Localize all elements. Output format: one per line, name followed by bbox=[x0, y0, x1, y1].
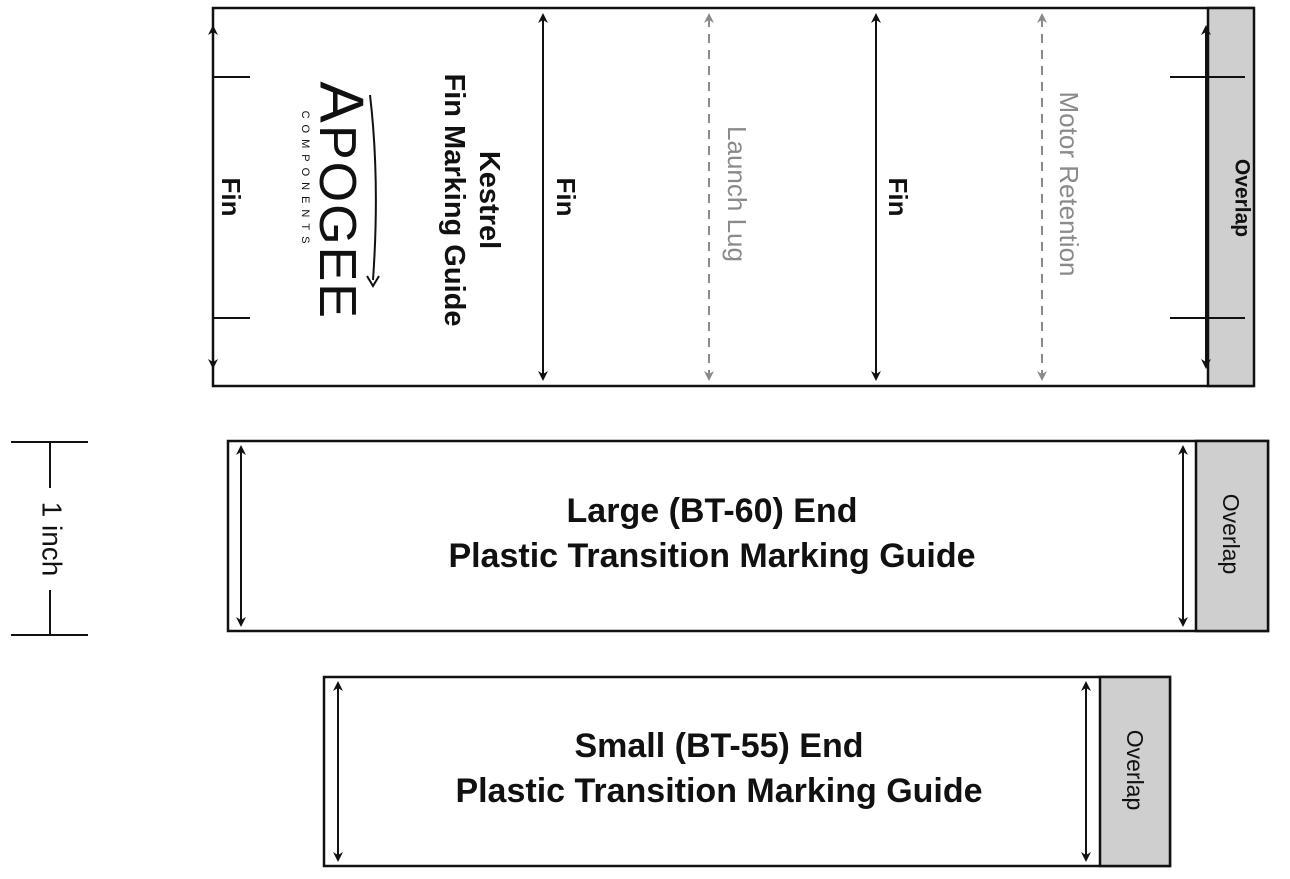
logo-swoosh-arrow-icon bbox=[366, 275, 380, 288]
fin-label-2: Fin bbox=[551, 178, 581, 217]
large-guide-line1: Large (BT-60) End bbox=[567, 492, 858, 530]
small-transition-guide: Small (BT-55) End Plastic Transition Mar… bbox=[322, 675, 1172, 868]
small-guide-overlap-label: Overlap bbox=[1122, 730, 1148, 811]
large-guide-overlap-label: Overlap bbox=[1218, 494, 1244, 575]
logo-tagline: COMPONENTS bbox=[299, 111, 311, 250]
fin-guide-title-line1: Kestrel bbox=[473, 151, 505, 249]
scale-label: 1 inch bbox=[37, 502, 68, 577]
logo-wordmark: POGEE bbox=[308, 125, 366, 320]
small-guide-overlap-strip bbox=[1098, 675, 1172, 868]
large-guide-line2: Plastic Transition Marking Guide bbox=[448, 537, 975, 575]
large-guide-overlap-strip bbox=[1194, 439, 1270, 633]
apogee-logo: A POGEE COMPONENTS bbox=[299, 81, 380, 320]
motor-retention-label: Motor Retention bbox=[1054, 92, 1084, 277]
fin-label-3: Fin bbox=[883, 178, 913, 217]
one-inch-scale: 1 inch bbox=[11, 441, 88, 636]
fin-guide-overlap-label: Overlap bbox=[1231, 159, 1254, 237]
fin-marking-guide: Fin Fin Fin Launch Lug Motor Retention O… bbox=[208, 6, 1256, 388]
logo-initial: A bbox=[307, 81, 376, 123]
launch-lug-label: Launch Lug bbox=[722, 126, 752, 262]
small-guide-line2: Plastic Transition Marking Guide bbox=[455, 772, 982, 810]
logo-swoosh bbox=[369, 94, 377, 281]
large-guide-border bbox=[226, 439, 1270, 633]
fin-label-left: Fin bbox=[216, 178, 246, 217]
fin-guide-title-line2: Fin Marking Guide bbox=[438, 74, 470, 327]
small-guide-line1: Small (BT-55) End bbox=[574, 727, 863, 765]
large-transition-guide: Large (BT-60) End Plastic Transition Mar… bbox=[226, 439, 1270, 633]
